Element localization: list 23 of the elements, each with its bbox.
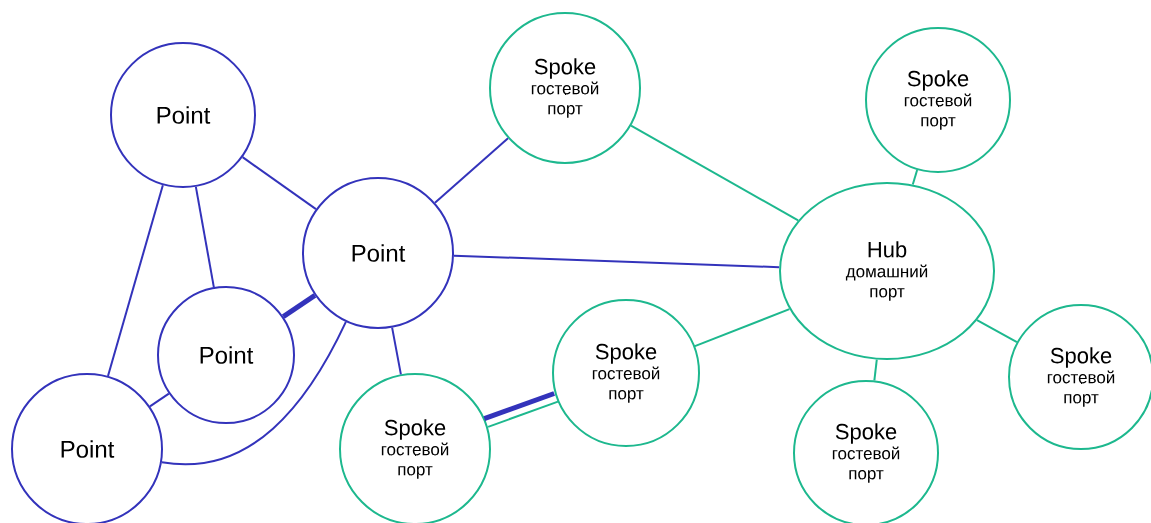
connector-line: [911, 168, 919, 186]
connector-line: [483, 391, 556, 421]
connector-line: [241, 156, 317, 211]
connector-line: [194, 185, 215, 289]
connector-line: [160, 320, 347, 466]
ellipse-node: Hub домашний порт: [779, 182, 995, 360]
connector-line: [107, 184, 164, 377]
connector-line: [148, 392, 170, 408]
circle-node: Point: [157, 286, 295, 424]
connector-line: [452, 254, 781, 269]
circle-node: Point: [110, 42, 256, 188]
connector-line: [487, 400, 559, 428]
connector-line: [281, 293, 317, 319]
circle-node: Point: [302, 177, 454, 329]
connector-line: [434, 137, 509, 204]
connector-line: [873, 358, 878, 382]
circle-node: Spoke гостевой порт: [552, 299, 700, 447]
connector-line: [976, 319, 1018, 343]
connector-line: [693, 308, 791, 348]
circle-node: Spoke гостевой порт: [865, 27, 1011, 173]
circle-node: Spoke гостевой порт: [489, 12, 641, 164]
connector-line: [630, 124, 800, 222]
connector-line: [391, 326, 402, 376]
